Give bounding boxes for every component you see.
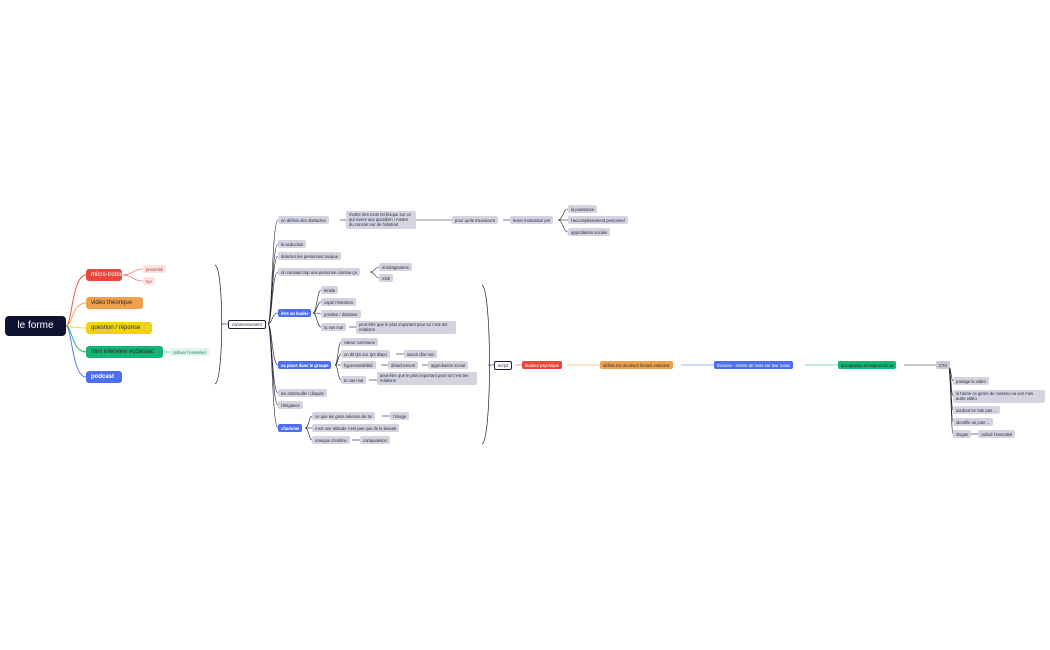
branch-etre-leader[interactable]: être un leader [278,309,312,317]
connais-enneagramme[interactable]: ennéagramme [379,263,413,271]
leader-timide[interactable]: timide [321,286,339,294]
tag-proximite[interactable]: proximité [143,265,166,273]
branch-obstacles-detail[interactable]: mettre des mots technique sur ce qui viv… [346,211,416,229]
place-approbation-social[interactable]: approbation social [428,361,468,369]
place-tu-vas-mal[interactable]: tu vas mal [341,376,367,384]
leader-relations[interactable]: peut-être que le plus important pour toi… [356,321,456,334]
cta-partage[interactable]: partage la vidéo [953,377,989,385]
branch-elegance[interactable]: l'élégance [278,401,303,409]
cta-slogan[interactable]: slogan [953,430,972,438]
step-cta[interactable]: CTA [936,361,951,369]
category-mini-interview[interactable]: mini interview ecclesiac [86,346,163,358]
levier-accomplissement[interactable]: l'accomplissement personnel [568,216,628,224]
step-douleurs-factuel[interactable]: définis les douleurs factuel exterieur [600,361,673,369]
cta-identifie[interactable]: identifie un pote ... [953,418,994,426]
slogan-cultive[interactable]: cultivé l'essentiel [978,430,1016,438]
leader-intention[interactable]: capté l'intention [321,298,356,306]
leader-positive[interactable]: positive / dictateur [321,310,361,318]
step-acceptation[interactable]: acceptation et respect de ca [838,361,897,369]
tag-fun[interactable]: fun [143,277,155,285]
charisme-image[interactable]: l'image [390,412,410,420]
branch-embrouille[interactable]: les embrouille / dispute [278,389,327,397]
charisme-retienne[interactable]: ce que les gens retienne de toi [312,412,376,420]
charisme-comparaison[interactable]: comparaison [360,436,390,444]
script-node[interactable]: script [494,361,513,370]
cta-autre-video[interactable]: si t'aime ce genre de contenu va voir me… [953,390,1045,403]
branch-connais-personne[interactable]: on connais trop une personne comme ça [278,268,360,276]
place-savoir-dire-non[interactable]: savoir dire non [404,350,438,358]
charisme-estime[interactable]: manque d'estime [312,436,350,444]
leader-tu-vas-mal[interactable]: tu vas mal [321,323,347,331]
place-tjrs-oui[interactable]: on dit tjrs oui. tjrs dispo [341,350,390,358]
tag-cultiver-essentiel[interactable]: cultiver l'essentiel [170,348,209,356]
place-detachement[interactable]: détachement [388,361,419,369]
levier-approbation[interactable]: approbation sociale [568,228,611,236]
root-node[interactable]: le forme [5,316,66,336]
branch-detecter-toxique[interactable]: detecter les personnes toxique [278,252,342,260]
place-hypersensibilite[interactable]: hypersensibilité [341,361,376,369]
category-video-theorique[interactable]: vidéo théorique [86,297,143,309]
branch-charisme[interactable]: charisme [278,424,303,432]
branch-pour-avancent[interactable]: pour qu'ils s'avancent [452,216,499,224]
branch-levier[interactable]: levier motivation pni [510,216,554,224]
category-question-reponse[interactable]: question / réponse [86,322,152,334]
step-theorise[interactable]: théorise - mettre de mots sur leur maux [714,361,794,369]
commencement-node[interactable]: commencement [228,320,266,329]
step-douleur-psychique[interactable]: douleur psychique [522,361,562,369]
category-podcast[interactable]: podcast [86,371,122,383]
place-valeur-commune[interactable]: valeur commune [341,338,378,346]
branch-seduction[interactable]: la seduction [278,240,307,248]
branch-obstacles[interactable]: on définis des obstacles [278,216,329,224]
levier-puissance[interactable]: la puissance [568,205,598,213]
charisme-attitude[interactable]: c'est une attitude c'est pas que de la b… [312,424,400,432]
branch-place-groupe[interactable]: sa place dans le groupe [278,361,332,369]
place-relations[interactable]: peut-être que le plus important pour toi… [377,372,477,385]
cta-surdout[interactable]: surdout ne rate pas ... [953,406,1000,414]
category-micro-trottoir[interactable]: micro-trottoir [86,269,125,281]
connais-mbti[interactable]: mbti [379,274,393,282]
